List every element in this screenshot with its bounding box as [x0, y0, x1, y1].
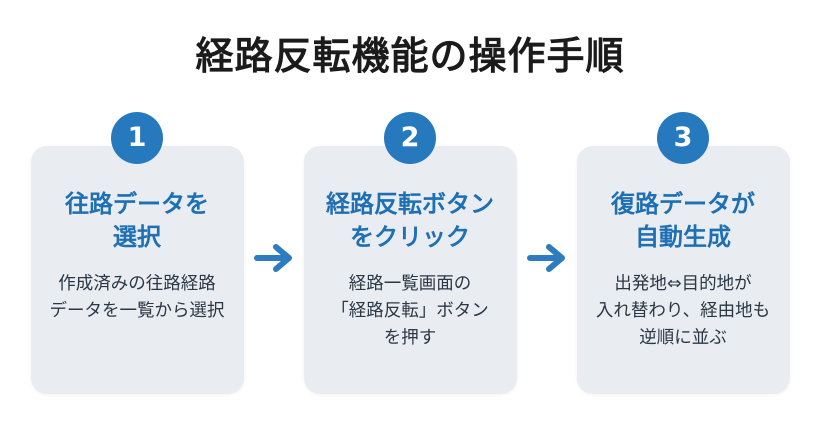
steps-row: 1 往路データを 選択 作成済みの往路経路 データを一覧から選択 2 経路反転ボ…: [0, 111, 820, 394]
arrow-right-icon: [244, 112, 304, 394]
step-description: 作成済みの往路経路 データを一覧から選択: [49, 273, 225, 321]
step-card: 復路データが 自動生成 出発地⇔目的地が 入れ替わり、経由地も 逆順に並ぶ: [576, 145, 790, 394]
step-card: 往路データを 選択 作成済みの往路経路 データを一覧から選択: [30, 145, 244, 394]
step-heading: 往路データを 選択: [65, 189, 209, 252]
step-number-badge: 3: [657, 111, 709, 164]
step-1: 1 往路データを 選択 作成済みの往路経路 データを一覧から選択: [30, 111, 244, 394]
step-3: 3 復路データが 自動生成 出発地⇔目的地が 入れ替わり、経由地も 逆順に並ぶ: [576, 111, 790, 394]
step-description: 経路一覧画面の 「経路反転」ボタン を押す: [331, 273, 489, 349]
step-heading: 経路反転ボタン をクリック: [326, 189, 494, 252]
step-number-badge: 1: [111, 111, 163, 164]
step-2: 2 経路反転ボタン をクリック 経路一覧画面の 「経路反転」ボタン を押す: [303, 111, 517, 394]
arrow-right-icon: [517, 112, 577, 394]
step-card: 経路反転ボタン をクリック 経路一覧画面の 「経路反転」ボタン を押す: [303, 145, 517, 394]
step-number-badge: 2: [384, 111, 436, 164]
step-heading: 復路データが 自動生成: [611, 189, 755, 252]
page-title: 経路反転機能の操作手順: [195, 34, 625, 78]
step-description: 出発地⇔目的地が 入れ替わり、経由地も 逆順に並ぶ: [595, 273, 771, 349]
